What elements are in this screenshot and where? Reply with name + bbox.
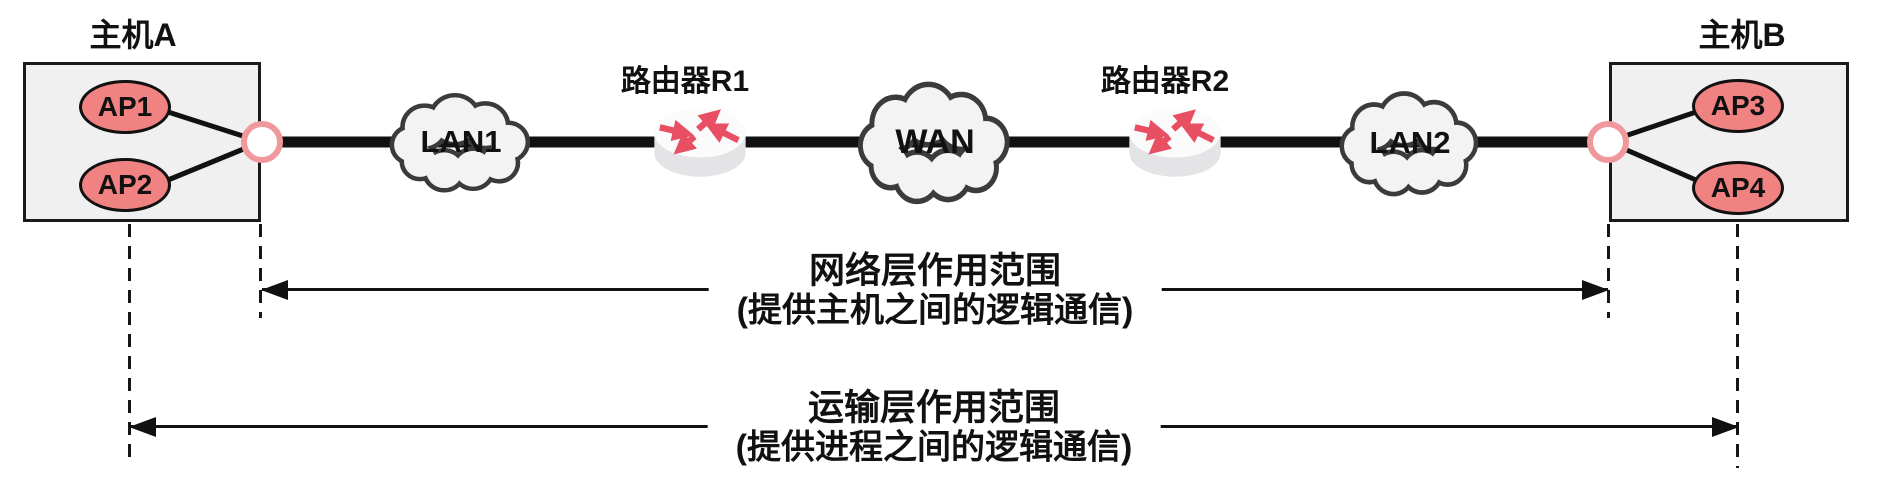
transport-layer-subtitle: (提供进程之间的逻辑通信) <box>735 428 1133 467</box>
transport-layer-span-arrow: 运输层作用范围 (提供进程之间的逻辑通信) <box>129 384 1739 470</box>
process-ap4: AP4 <box>1692 161 1784 215</box>
router-icon <box>654 108 746 177</box>
host-a-title: 主机A <box>89 17 177 53</box>
host-b-port-circle-icon <box>1587 121 1629 163</box>
ap1-link-line <box>167 109 247 140</box>
router-r2 <box>1120 100 1230 189</box>
cloud-icon <box>1339 91 1479 197</box>
host-b-title: 主机B <box>1698 17 1786 53</box>
arrowhead-left-icon <box>129 417 156 437</box>
arrowhead-right-icon <box>1582 280 1609 300</box>
lan1-cloud: LAN1 <box>385 90 537 194</box>
ap3-link-line <box>1621 109 1697 140</box>
router-icon <box>1129 108 1221 177</box>
ap2-link-line <box>167 145 247 183</box>
wan-cloud: WAN <box>853 78 1017 206</box>
transport-layer-title: 运输层作用范围 <box>807 386 1060 428</box>
transport-layer-span-label: 运输层作用范围 (提供进程之间的逻辑通信) <box>707 386 1161 468</box>
lan2-label: LAN2 <box>1369 125 1451 160</box>
network-layer-span-arrow: 网络层作用范围 (提供主机之间的逻辑通信) <box>261 247 1609 333</box>
process-ap3: AP3 <box>1692 79 1784 133</box>
process-ap1: AP1 <box>79 80 171 134</box>
ap4-link-line <box>1621 145 1697 183</box>
lan2-cloud: LAN2 <box>1335 88 1485 198</box>
network-layer-title: 网络层作用范围 <box>808 249 1061 291</box>
process-ap2: AP2 <box>79 158 171 212</box>
router-r1-label: 路由器R1 <box>620 65 750 98</box>
router-r2-label: 路由器R2 <box>1100 65 1230 98</box>
cloud-icon <box>389 92 531 193</box>
network-layer-span-label: 网络层作用范围 (提供主机之间的逻辑通信) <box>708 249 1162 331</box>
arrowhead-left-icon <box>261 280 288 300</box>
router-r1 <box>645 100 755 189</box>
host-a-port-circle-icon <box>241 121 283 163</box>
arrowhead-right-icon <box>1712 417 1739 437</box>
network-layer-subtitle: (提供主机之间的逻辑通信) <box>736 291 1134 330</box>
wan-label: WAN <box>895 122 975 161</box>
lan1-label: LAN1 <box>420 124 502 159</box>
cloud-icon <box>857 81 1010 205</box>
